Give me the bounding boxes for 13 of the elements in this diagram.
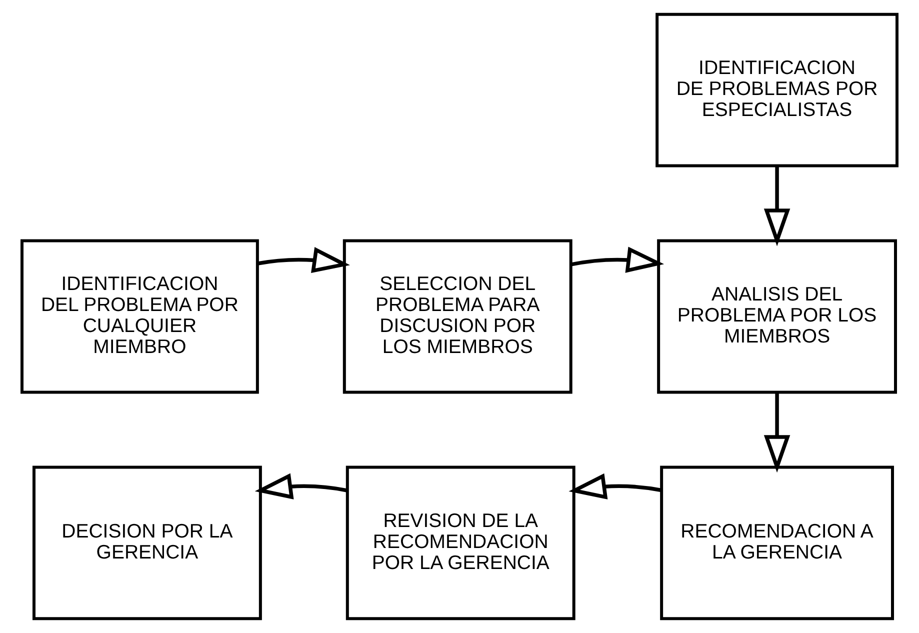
arrow — [257, 247, 350, 274]
arrow — [764, 166, 790, 246]
arrow — [254, 473, 348, 500]
node-box: IDENTIFICACION DE PROBLEMAS POR ESPECIALISTAS — [656, 12, 898, 168]
node-box: RECOMENDACION A LA GERENCIA — [660, 466, 894, 620]
node-box: DECISION POR LA GERENCIA — [32, 466, 262, 620]
arrow — [568, 473, 662, 500]
arrow — [764, 392, 790, 473]
node-box: IDENTIFICACION DEL PROBLEMA POR CUALQUIER MIEMBRO — [20, 239, 259, 394]
node-box: SELECCION DEL PROBLEMA PARA DISCUSION POR LOS MIEMBROS — [342, 239, 572, 394]
node-box: ANALISIS DEL PROBLEMA POR LOS MIEMBROS — [657, 239, 897, 394]
arrow — [570, 246, 664, 273]
node-box: REVISION DE LA RECOMENDACION POR LA GERENCIA — [346, 466, 576, 620]
